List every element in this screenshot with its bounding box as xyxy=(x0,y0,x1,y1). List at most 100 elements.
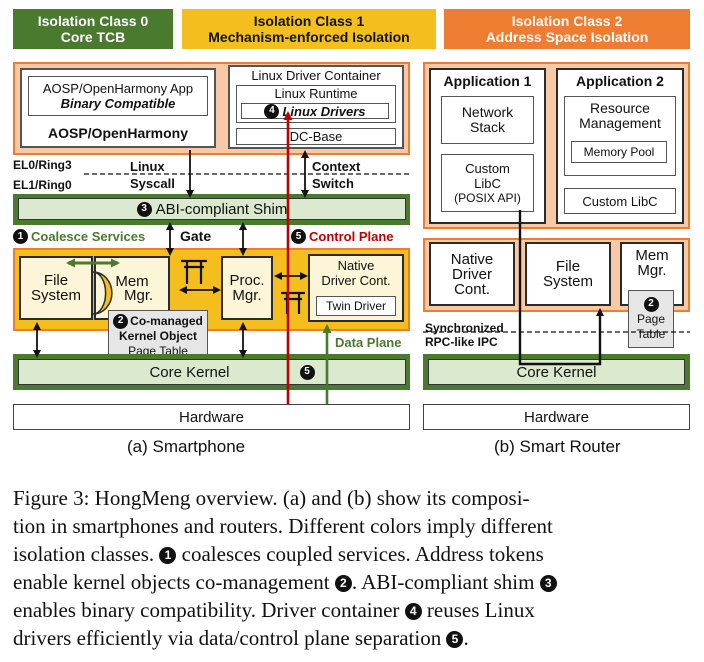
el0-label: EL0/Ring3 xyxy=(13,158,72,172)
aosp-openharmony-label: AOSP/OpenHarmony xyxy=(47,125,189,141)
caption-line-3: isolation classes. 1 coalesces coupled s… xyxy=(13,540,691,568)
phone-core-kernel-box: Core Kernel 5 xyxy=(18,359,406,385)
linux-runtime-box: Linux Runtime 4 Linux Drivers xyxy=(236,85,396,123)
isolation-class-2-header: Isolation Class 2 Address Space Isolatio… xyxy=(444,9,690,49)
router-hardware-box: Hardware xyxy=(423,404,690,430)
network-stack-box: Network Stack xyxy=(441,96,534,144)
class2-subtitle: Address Space Isolation xyxy=(485,29,649,45)
router-page-table-1: Page xyxy=(636,311,666,326)
proc-mgr-label-2: Mgr. xyxy=(232,287,262,304)
application-2-label: Application 2 xyxy=(576,73,664,89)
mem-mgr-label-1: Mem xyxy=(115,272,149,290)
badge-3: 3 xyxy=(136,201,152,217)
router-page-table-box: 2 Page Table xyxy=(628,290,674,348)
linux-drivers-box: 4 Linux Drivers xyxy=(241,103,389,119)
phone-core-kernel-label: Core Kernel xyxy=(149,363,230,381)
linux-drivers-label: Linux Drivers xyxy=(282,103,366,119)
router-hardware-label: Hardware xyxy=(523,408,590,426)
control-plane-label: Control Plane xyxy=(309,229,394,244)
gate-label: Gate xyxy=(180,228,212,244)
class0-title: Isolation Class 0 xyxy=(37,13,149,29)
sync-ipc-label-2: RPC-like IPC xyxy=(425,335,498,349)
caption-line-5b: reuses Linux xyxy=(421,598,535,622)
co-managed-label: Co-managed xyxy=(130,313,203,328)
router-page-table-2: Table xyxy=(636,326,666,341)
custom-libc-label-3: (POSIX API) xyxy=(454,190,521,205)
router-core-kernel-label: Core Kernel xyxy=(516,363,597,381)
coalesce-label-group: 1 Coalesce Services xyxy=(13,229,145,244)
linux-syscall-label-2: Syscall xyxy=(130,176,175,191)
file-system-label-1: File xyxy=(43,272,69,289)
memory-pool-label: Memory Pool xyxy=(583,144,655,159)
router-caption: (b) Smart Router xyxy=(494,437,621,456)
aosp-app-box: AOSP/OpenHarmony App Binary Compatible A… xyxy=(20,68,216,148)
caption-line-4a: enable kernel objects co-management xyxy=(13,570,335,594)
memory-pool-box: Memory Pool xyxy=(571,141,667,163)
router-mem-mgr-2: Mgr. xyxy=(637,262,667,279)
dc-base-box: DC-Base xyxy=(236,128,396,145)
custom-libc-label-2: LibC xyxy=(474,175,501,191)
proc-mgr-box: Proc. Mgr. xyxy=(221,256,273,320)
router-file-system-1: File xyxy=(555,258,581,275)
badge-1: 1 xyxy=(13,229,28,244)
dc-base-label: DC-Base xyxy=(289,129,343,144)
file-system-label-2: System xyxy=(30,287,81,304)
badge-5-control: 5 xyxy=(291,229,306,244)
context-switch-label-2: Switch xyxy=(312,176,354,191)
router-badge-2: 2 xyxy=(643,296,659,312)
abi-shim-label: ABI-compliant Shim xyxy=(155,200,288,218)
resource-mgmt-label-2: Management xyxy=(579,115,661,131)
resource-management-box: Resource Management Memory Pool xyxy=(564,96,676,176)
native-driver-label-2: Driver Cont. xyxy=(321,273,391,288)
caption-line-2: tion in smartphones and routers. Differe… xyxy=(13,514,553,538)
custom-libc-posix-box: Custom LibC (POSIX API) xyxy=(441,154,534,212)
aosp-app-title: AOSP/OpenHarmony App xyxy=(42,81,194,96)
caption-badge-4: 4 xyxy=(404,602,422,620)
abi-shim-box: 3 ABI-compliant Shim xyxy=(18,198,406,220)
context-switch-label-1: Context xyxy=(312,159,361,174)
caption-line-4: enable kernel objects co-management 2. A… xyxy=(13,568,691,596)
twin-driver-label: Twin Driver xyxy=(325,298,386,313)
native-driver-label-1: Native xyxy=(337,258,375,273)
file-system-box: File System xyxy=(19,256,93,320)
custom-libc-2-label: Custom LibC xyxy=(582,193,658,209)
application-2-box: Application 2 Resource Management Memory… xyxy=(556,68,684,224)
router-mem-mgr-1: Mem xyxy=(635,247,669,264)
class1-title: Isolation Class 1 xyxy=(253,13,365,29)
isolation-class-1-header: Isolation Class 1 Mechanism-enforced Iso… xyxy=(182,9,436,49)
caption-line-5a: enables binary compatibility. Driver con… xyxy=(13,598,405,622)
resource-mgmt-label-1: Resource xyxy=(590,100,650,116)
caption-badge-5: 5 xyxy=(446,630,464,648)
caption-line-3b: coalesces coupled services. Address toke… xyxy=(176,542,544,566)
control-plane-label-group: 5 Control Plane xyxy=(291,229,394,244)
router-native-driver-2: Driver xyxy=(452,265,492,283)
router-file-system-box: File System xyxy=(525,242,611,306)
router-core-kernel-box: Core Kernel xyxy=(428,359,685,385)
network-stack-label-1: Network xyxy=(461,104,514,120)
badge-2: 2 xyxy=(113,313,129,329)
linux-syscall-label-1: Linux xyxy=(130,159,165,174)
mem-mgr-label-2: Mgr. xyxy=(124,287,154,304)
caption-badge-3: 3 xyxy=(539,574,557,592)
smartphone-caption: (a) Smartphone xyxy=(127,437,246,456)
application-1-box: Application 1 Network Stack Custom LibC … xyxy=(429,68,546,224)
native-driver-container-box: Native Driver Cont. Twin Driver xyxy=(308,254,404,322)
phone-hardware-label: Hardware xyxy=(178,408,245,426)
sync-ipc-label-1: Synchronized xyxy=(425,321,504,335)
class0-subtitle: Core TCB xyxy=(60,29,126,45)
caption-line-6a: drivers efficiently via data/control pla… xyxy=(13,626,447,650)
phone-hardware-box: Hardware xyxy=(13,404,410,430)
caption-line-1: Figure 3: HongMeng overview. (a) and (b)… xyxy=(13,486,530,510)
data-plane-label: Data Plane xyxy=(335,335,402,350)
class2-title: Isolation Class 2 xyxy=(511,13,623,29)
custom-libc-label-1: Custom xyxy=(465,160,510,176)
el1-label: EL1/Ring0 xyxy=(13,178,72,192)
kernel-object-label: Kernel Object xyxy=(118,328,198,343)
isolation-class-0-header: Isolation Class 0 Core TCB xyxy=(13,9,173,49)
caption-line-4b: . ABI-compliant shim xyxy=(351,570,540,594)
badge-4: 4 xyxy=(264,103,280,119)
router-native-driver-1: Native xyxy=(450,250,494,268)
network-stack-label-2: Stack xyxy=(469,119,505,135)
linux-driver-container-title: Linux Driver Container xyxy=(251,68,381,83)
router-file-system-2: System xyxy=(542,273,593,290)
